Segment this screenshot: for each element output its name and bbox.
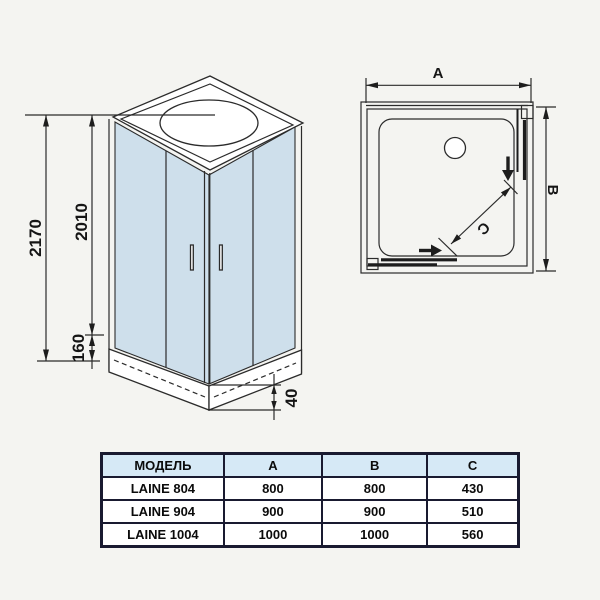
front-view: 2170 2010 160 40 <box>25 75 305 420</box>
door-handle-left <box>189 244 194 271</box>
cell-a: 1000 <box>222 522 324 548</box>
cell-model: LAINE 804 <box>100 476 225 501</box>
door-rail-top-right <box>516 104 534 180</box>
dimension-total-height-label: 2170 <box>26 219 45 257</box>
table-header-row: МОДЕЛЬ A B C <box>100 452 520 478</box>
door-rail-bottom-left <box>366 257 457 271</box>
inner-frame <box>366 108 528 267</box>
outer-frame <box>360 101 534 274</box>
dimension-depth: B <box>536 106 561 272</box>
cell-model: LAINE 904 <box>100 499 225 524</box>
cell-c: 430 <box>426 476 520 501</box>
roof-inner-line <box>119 83 295 163</box>
cell-b: 1000 <box>321 522 429 548</box>
door-slide-arrow-right <box>419 244 442 257</box>
col-header-b: B <box>321 452 429 478</box>
col-header-model: МОДЕЛЬ <box>100 452 225 478</box>
cell-a: 800 <box>222 476 324 501</box>
col-header-c: C <box>426 452 520 478</box>
roof-dome <box>159 99 259 147</box>
dimension-entry: C <box>438 179 518 257</box>
table-row: LAINE 904 900 900 510 <box>100 499 520 524</box>
drain-circle <box>443 136 467 160</box>
cell-c: 510 <box>426 499 520 524</box>
door-handle-right <box>218 244 223 271</box>
top-view: C A B <box>360 65 561 274</box>
shower-tray-outline <box>378 118 515 257</box>
dimension-width-label: A <box>433 65 444 82</box>
cell-model: LAINE 1004 <box>100 522 225 548</box>
col-header-a: A <box>222 452 324 478</box>
dimension-base-height: 40 <box>209 374 301 420</box>
base-dashed-right <box>213 362 297 398</box>
door-slide-arrow-down <box>502 156 514 181</box>
dimension-base-height-label: 40 <box>282 389 301 408</box>
dimension-width: A <box>365 65 532 103</box>
dimension-cabin-height: 2010 <box>72 115 95 335</box>
cell-b: 900 <box>321 499 429 524</box>
cell-c: 560 <box>426 522 520 548</box>
dimension-entry-label: C <box>473 218 493 238</box>
dimension-depth-label: B <box>544 185 561 196</box>
dimension-total-height: 2170 <box>26 115 49 361</box>
spec-table: МОДЕЛЬ A B C LAINE 804 800 800 430 LAINE… <box>100 452 520 548</box>
table-row: LAINE 1004 1000 1000 560 <box>100 522 520 548</box>
glass-panel-right <box>208 126 296 385</box>
table-row: LAINE 804 800 800 430 <box>100 476 520 501</box>
dimension-tray-height: 160 <box>37 334 104 369</box>
dimension-tray-height-label: 160 <box>69 334 88 362</box>
door-edge-tick-bottom <box>438 237 458 257</box>
dimension-cabin-height-label: 2010 <box>72 203 91 241</box>
cell-a: 900 <box>222 499 324 524</box>
cell-b: 800 <box>321 476 429 501</box>
